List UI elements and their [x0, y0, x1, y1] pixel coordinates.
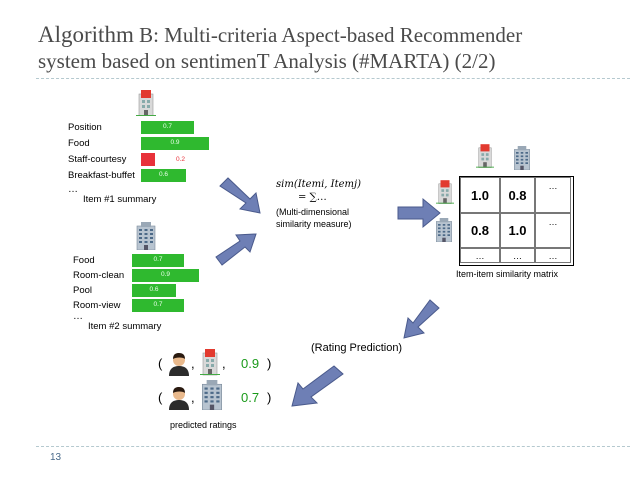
item2-ellipsis: … — [73, 311, 83, 322]
aspect-sentiment-bar — [140, 152, 156, 167]
matrix-caption: Item-item similarity matrix — [456, 269, 559, 279]
sim-formula-line2: = ∑… — [298, 192, 327, 203]
aspect-score: 0.9 — [160, 271, 171, 278]
sim-description-line2: similarity measure) — [276, 219, 352, 229]
matrix-cell: … — [460, 248, 500, 263]
title-line2: system based on sentimenT Analysis (#MAR… — [38, 49, 496, 73]
aspect-label: Food — [68, 138, 90, 149]
matrix-cell: 1.0 — [460, 177, 500, 213]
title-rest: B: Multi-criteria Aspect-based Recommend… — [133, 23, 523, 47]
aspect-sentiment-bar: 0.7 — [140, 120, 195, 135]
aspect-score: 0.7 — [153, 301, 163, 308]
aspect-score: 0.7 — [162, 123, 173, 130]
aspect-sentiment-bar: 0.6 — [131, 283, 177, 298]
footer-divider — [36, 446, 630, 447]
arrow-to-predictions — [291, 365, 344, 407]
aspect-sentiment-bar: 0.7 — [131, 253, 185, 268]
aspect-score: 0.2 — [176, 156, 186, 163]
aspect-label: Room-clean — [73, 270, 125, 281]
aspect-label: Room-view — [73, 300, 121, 311]
aspect-label: Position — [68, 122, 102, 133]
arrow-item2-to-sim — [215, 233, 257, 266]
matrix-cell: 0.8 — [460, 213, 500, 248]
arrow-matrix-to-prediction — [403, 299, 440, 339]
item2-caption: Item #2 summary — [88, 321, 162, 332]
similarity-matrix: 1.0 0.8 … 0.8 1.0 … … … … — [459, 176, 574, 266]
matrix-cell: … — [500, 248, 535, 263]
aspect-label: Pool — [73, 285, 93, 296]
aspect-score: 0.9 — [170, 139, 180, 146]
predicted-ratings-caption: predicted ratings — [170, 420, 237, 430]
slide-title: Algorithm B: Multi-criteria Aspect-based… — [38, 22, 628, 74]
aspect-score: 0.7 — [153, 256, 163, 263]
tuple-close: ) — [267, 356, 272, 371]
tuple-open: ( — [158, 390, 163, 405]
predicted-rating-value: 0.9 — [241, 356, 260, 371]
aspect-sentiment-bar: 0.6 — [140, 168, 187, 183]
sim-description-line1: (Multi-dimensional — [276, 207, 350, 217]
aspect-score: 0.6 — [149, 286, 159, 293]
predicted-rating-value: 0.7 — [241, 390, 260, 405]
tuple-separator: , — [191, 390, 195, 405]
aspect-label: Food — [73, 255, 95, 266]
matrix-cell: 0.8 — [500, 177, 535, 213]
sim-formula-line1: sim(Itemi, Itemj) — [276, 179, 362, 190]
aspect-sentiment-bar: 0.9 — [140, 136, 210, 151]
arrow-sim-to-matrix — [397, 197, 441, 229]
matrix-cell: 1.0 — [500, 213, 535, 248]
title-prefix: Algorithm — [38, 22, 134, 47]
rating-prediction-label: (Rating Prediction) — [311, 342, 403, 354]
aspect-sentiment-bar: 0.9 — [131, 268, 200, 283]
matrix-cell: … — [535, 213, 571, 248]
aspect-score: 0.6 — [158, 171, 169, 178]
tuple-open: ( — [158, 356, 163, 371]
page-number: 13 — [50, 452, 62, 463]
aspect-sentiment-bar: 0.7 — [131, 298, 185, 313]
tuple-close: ) — [267, 390, 272, 405]
tuple-separator: , — [191, 356, 195, 371]
aspect-label: Staff-courtesy — [68, 154, 127, 165]
tuple-separator: , — [222, 356, 226, 371]
item1-caption: Item #1 summary — [83, 194, 157, 205]
matrix-cell: … — [535, 177, 571, 213]
matrix-cell: … — [535, 248, 571, 263]
similarity-measure: sim(Itemi, Itemj) = ∑… (Multi-dimensiona… — [276, 178, 386, 230]
aspect-label: Breakfast-buffet — [68, 170, 135, 181]
item1-ellipsis: … — [68, 184, 78, 195]
arrow-item1-to-sim — [219, 177, 261, 214]
title-divider — [36, 78, 630, 79]
